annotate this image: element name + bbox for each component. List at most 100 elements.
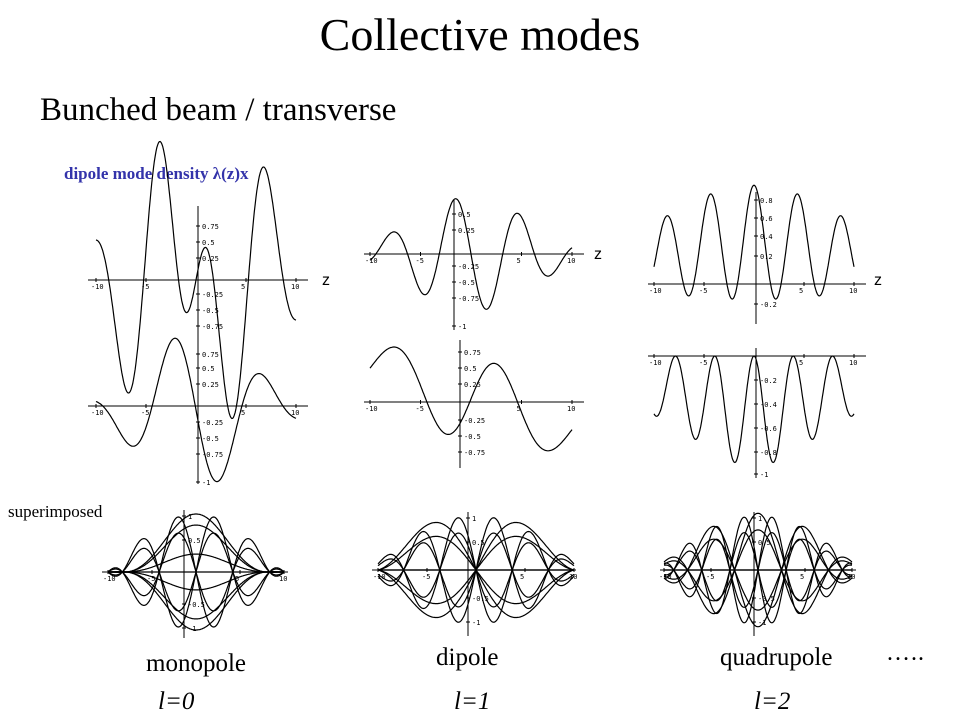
y-tick-label: -0.25 — [202, 419, 223, 427]
x-tick-label: 10 — [291, 283, 299, 291]
y-tick-label: -0.5 — [188, 601, 205, 609]
mode-name-quadrupole: quadrupole — [720, 644, 833, 671]
y-tick-label: -0.5 — [758, 595, 775, 603]
x-tick-label: 5 — [235, 575, 239, 583]
mode-curve — [377, 517, 575, 623]
mode-curve — [95, 337, 297, 483]
superimposed-label: superimposed — [8, 502, 103, 521]
x-tick-label: -5 — [699, 287, 707, 295]
y-tick-label: -0.75 — [458, 295, 479, 303]
y-tick-label: 0.5 — [464, 365, 477, 373]
y-tick-label: -1 — [758, 619, 766, 627]
y-tick-label: -0.5 — [202, 307, 219, 315]
y-tick-label: -0.75 — [202, 323, 223, 331]
y-tick-label: 0.25 — [464, 381, 481, 389]
mode-curve — [95, 140, 297, 420]
y-tick-label: 0.5 — [458, 211, 471, 219]
y-tick-label: 0.5 — [472, 539, 485, 547]
y-tick-label: 1 — [188, 513, 192, 521]
slide-title: Collective modes — [319, 9, 641, 60]
y-tick-label: -1 — [458, 323, 466, 331]
x-tick-label: 10 — [567, 257, 575, 265]
y-tick-label: -0.5 — [464, 433, 481, 441]
y-tick-label: 0.5 — [202, 365, 215, 373]
mode-curve — [108, 524, 284, 573]
y-tick-label: -0.75 — [464, 449, 485, 457]
mode-curve — [663, 512, 853, 615]
x-tick-label: -5 — [416, 405, 424, 413]
y-tick-label: 0.75 — [202, 351, 219, 359]
mode-index-2: l=2 — [754, 688, 791, 715]
y-tick-label: -0.6 — [760, 425, 777, 433]
mode-curve — [663, 529, 853, 602]
x-tick-label: 5 — [799, 287, 803, 295]
plot-caption: dipole mode density λ(z)x — [64, 164, 249, 183]
continuation-dots: ….. — [886, 640, 925, 666]
y-tick-label: -0.25 — [458, 263, 479, 271]
z-axis-label-1: z — [322, 272, 330, 289]
y-tick-label: -0.25 — [464, 417, 485, 425]
y-tick-label: 1 — [758, 515, 762, 523]
y-tick-label: -0.5 — [202, 435, 219, 443]
mode-index-0: l=0 — [158, 688, 195, 715]
x-tick-label: 5 — [799, 359, 803, 367]
y-tick-label: -0.4 — [760, 401, 777, 409]
x-tick-label: -5 — [147, 575, 155, 583]
mode-curve — [108, 571, 284, 591]
slide-subtitle: Bunched beam / transverse — [40, 92, 397, 128]
x-tick-label: -10 — [91, 283, 104, 291]
plot-monopole-mode-a: -10 -5 5 10 0.75 0.5 0.25 -0.25 -0.5 -0.75 — [88, 140, 308, 420]
x-tick-label: 5 — [517, 405, 521, 413]
mode-curve — [369, 198, 573, 310]
x-tick-label: -5 — [416, 257, 424, 265]
y-tick-label: -0.2 — [760, 301, 777, 309]
y-tick-label: -0.75 — [202, 451, 223, 459]
y-tick-label: -0.25 — [202, 291, 223, 299]
x-tick-label: -10 — [365, 405, 378, 413]
z-axis-label-3: z — [874, 272, 882, 289]
x-tick-label: -5 — [699, 359, 707, 367]
x-tick-label: -5 — [141, 409, 149, 417]
x-tick-label: 10 — [567, 405, 575, 413]
y-tick-label: 0.75 — [202, 223, 219, 231]
y-tick-label: 0.8 — [760, 197, 773, 205]
x-tick-label: -5 — [706, 573, 714, 581]
x-tick-label: 10 — [291, 409, 299, 417]
y-tick-label: -1 — [202, 479, 210, 487]
x-tick-label: -10 — [103, 575, 116, 583]
y-tick-label: 0.5 — [758, 539, 771, 547]
y-tick-label: 1 — [472, 515, 476, 523]
x-tick-label: -10 — [649, 359, 662, 367]
y-tick-label: 0.5 — [202, 239, 215, 247]
y-tick-label: 0.25 — [202, 381, 219, 389]
x-tick-label: 5 — [517, 257, 521, 265]
x-tick-label: 5 — [800, 573, 804, 581]
mode-curve — [663, 538, 853, 611]
y-tick-label: 0.6 — [760, 215, 773, 223]
y-tick-label: 0.75 — [464, 349, 481, 357]
mode-name-dipole: dipole — [436, 644, 499, 671]
x-tick-label: 5 — [241, 409, 245, 417]
plot-dipole-mode-b: -10 -5 5 10 0.75 0.5 0.25 -0.25 -0.5 -0.75 — [364, 340, 584, 468]
x-tick-label: 5 — [241, 283, 245, 291]
mode-curve — [107, 516, 285, 628]
mode-curve — [653, 355, 855, 464]
y-tick-label: -0.5 — [472, 595, 489, 603]
x-tick-label: 10 — [279, 575, 287, 583]
mode-curve — [653, 184, 855, 300]
plot-monopole-mode-b: -10 -5 5 10 0.75 0.5 0.25 -0.25 -0.5 -0.75 -1 — [88, 337, 308, 487]
x-tick-label: -10 — [91, 409, 104, 417]
mode-curve — [369, 346, 573, 452]
mode-curve — [663, 525, 853, 628]
mode-index-1: l=1 — [454, 688, 491, 715]
x-tick-label: -5 — [141, 283, 149, 291]
y-tick-label: 0.5 — [188, 537, 201, 545]
y-tick-label: -1 — [472, 619, 480, 627]
y-tick-label: -0.2 — [760, 377, 777, 385]
y-tick-label: -0.8 — [760, 449, 777, 457]
